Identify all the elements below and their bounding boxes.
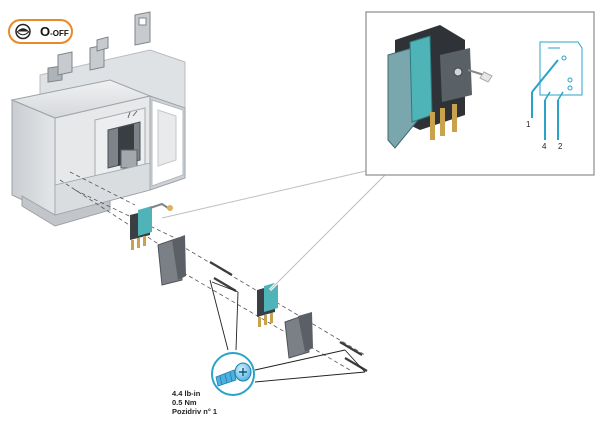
cover-plate-2-side xyxy=(298,312,313,352)
terminal-label-1: 1 xyxy=(526,120,531,129)
torque-imperial: 4.4 lb-in xyxy=(172,389,201,398)
torque-callout xyxy=(209,279,366,396)
pozidriv-icon xyxy=(239,368,247,376)
mounting-screws-1 xyxy=(209,261,237,292)
torque-metric: 0.5 Nm xyxy=(172,398,197,407)
badge-label: O-OFF xyxy=(40,25,69,39)
switch-disconnector xyxy=(10,11,186,227)
terminal-label-2: 2 xyxy=(558,142,563,151)
rotary-handle xyxy=(107,121,141,169)
badge-outline xyxy=(8,19,73,44)
cover-plate-1-side xyxy=(172,235,186,280)
torque-text: 4.4 lb-in 0.5 Nm Pozidriv n° 1 xyxy=(172,389,217,416)
eye-icon xyxy=(15,23,31,40)
detail-contact-illustration xyxy=(387,25,493,149)
auxiliary-contact-2 xyxy=(257,282,278,327)
detail-panel xyxy=(365,11,595,176)
zoom-callout-lines xyxy=(161,168,387,292)
terminal-label-4: 4 xyxy=(542,142,547,151)
badge-text: -OFF xyxy=(50,29,69,38)
auxiliary-contact-1 xyxy=(130,202,173,250)
badge-letter: O xyxy=(40,24,51,39)
off-badge xyxy=(8,19,73,44)
torque-bit: Pozidriv n° 1 xyxy=(172,407,218,416)
screw-magnifier xyxy=(211,352,255,396)
mounting-screws-2 xyxy=(339,341,368,372)
terminal-lugs xyxy=(47,11,151,83)
contact-wiring-schematic xyxy=(531,41,583,140)
